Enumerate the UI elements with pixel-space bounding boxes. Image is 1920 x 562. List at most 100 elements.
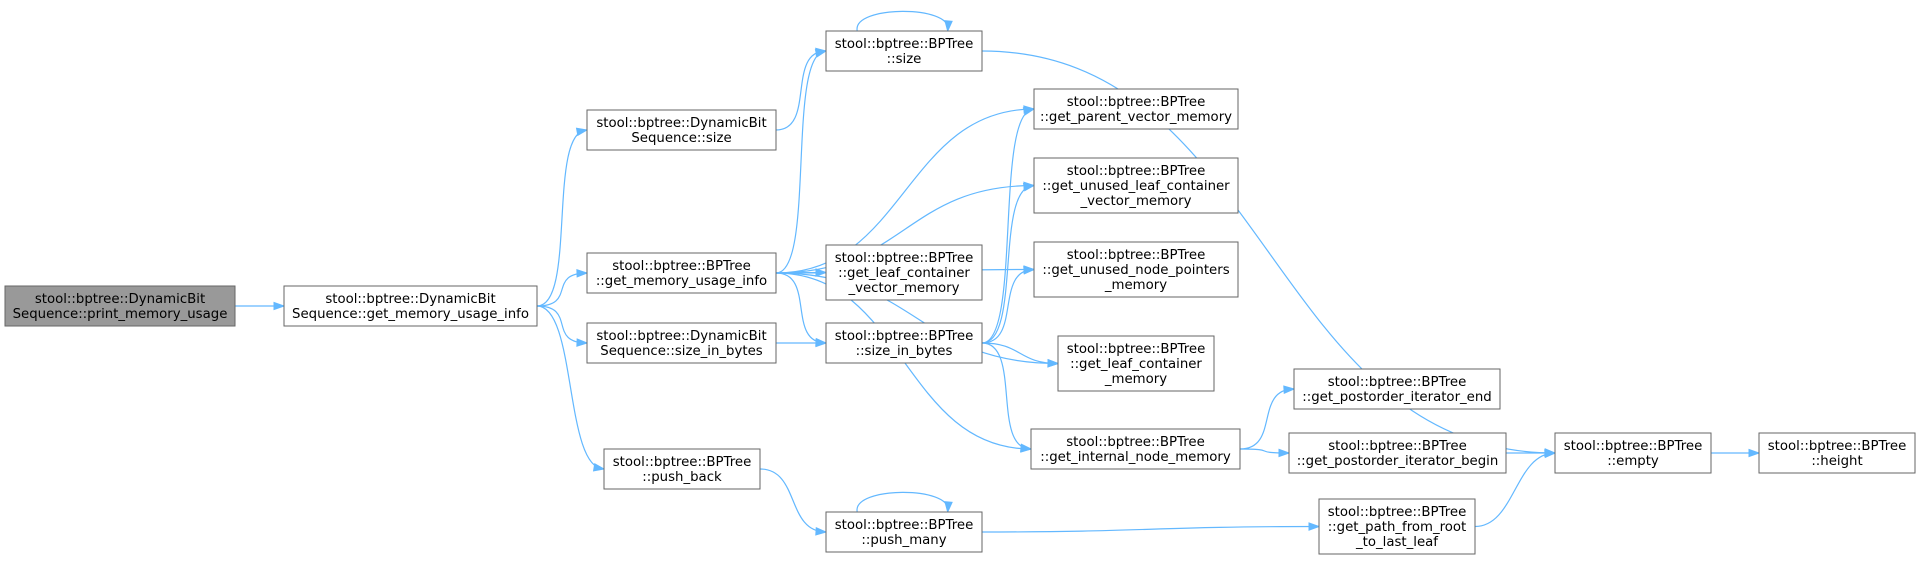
edge-line bbox=[981, 108, 1035, 344]
edge-line bbox=[775, 108, 1035, 274]
node-label-line: ::get_parent_vector_memory bbox=[1040, 110, 1232, 125]
edge-line bbox=[856, 491, 949, 513]
node-label-line: _vector_memory bbox=[1079, 194, 1191, 209]
node-label-line: ::push_many bbox=[861, 533, 946, 548]
node-bpt-get-postorder-iterator-end[interactable]: stool::bptree::BPTree::get_postorder_ite… bbox=[1293, 368, 1501, 410]
edge-bpt-push-many-to-bpt-push-many bbox=[856, 491, 953, 514]
node-box bbox=[1318, 498, 1476, 555]
edge-bpt-get-internal-node-memory-to-bpt-get-postorder-iterator-end bbox=[1239, 385, 1296, 450]
node-label-line: _vector_memory bbox=[847, 281, 959, 296]
node-box bbox=[1033, 157, 1239, 214]
node-label-line: stool::bptree::BPTree bbox=[1328, 439, 1467, 454]
edge-arrowhead bbox=[1020, 443, 1033, 453]
node-label-line: ::push_back bbox=[642, 470, 722, 485]
edge-bpt-size-in-bytes-to-bpt-get-unused-leaf-container-vector-memory bbox=[981, 182, 1036, 344]
edge-arrowhead bbox=[944, 501, 953, 514]
node-bpt-size-in-bytes[interactable]: stool::bptree::BPTree::size_in_bytes bbox=[825, 322, 983, 364]
edge-bpt-get-internal-node-memory-to-bpt-get-postorder-iterator-begin bbox=[1239, 448, 1291, 458]
node-label-line: ::get_unused_node_pointers bbox=[1042, 263, 1229, 278]
edge-dbs-get-memory-usage-info-to-dbs-size-in-bytes bbox=[536, 305, 589, 347]
node-box bbox=[586, 322, 777, 364]
node-dbs-get-memory-usage-info[interactable]: stool::bptree::DynamicBitSequence::get_m… bbox=[283, 285, 538, 327]
node-bpt-get-unused-leaf-container-vector-memory[interactable]: stool::bptree::BPTree::get_unused_leaf_c… bbox=[1033, 157, 1239, 214]
edge-bpt-size-in-bytes-to-bpt-get-internal-node-memory bbox=[981, 342, 1033, 453]
node-label-line: stool::bptree::BPTree bbox=[1768, 439, 1907, 454]
node-label-line: stool::bptree::BPTree bbox=[1564, 439, 1703, 454]
node-bpt-get-path-from-root-to-last-leaf[interactable]: stool::bptree::BPTree::get_path_from_roo… bbox=[1318, 498, 1476, 555]
node-bpt-get-leaf-container-vector-memory[interactable]: stool::bptree::BPTree::get_leaf_containe… bbox=[825, 244, 983, 301]
node-label-line: _to_last_leaf bbox=[1355, 535, 1438, 550]
edge-bpt-size-in-bytes-to-bpt-get-unused-node-pointers-memory bbox=[981, 266, 1036, 344]
node-box bbox=[1288, 432, 1507, 474]
edge-dbs-get-memory-usage-info-to-bpt-get-memory-usage-info bbox=[536, 269, 589, 307]
node-bpt-get-leaf-container-memory[interactable]: stool::bptree::BPTree::get_leaf_containe… bbox=[1057, 335, 1215, 392]
edge-arrowhead bbox=[1544, 449, 1557, 459]
edge-arrowhead bbox=[1278, 448, 1291, 458]
node-label-line: stool::bptree::BPTree bbox=[1067, 95, 1206, 110]
edge-bpt-size-in-bytes-to-bpt-get-leaf-container-memory bbox=[981, 342, 1060, 368]
edge-arrowhead bbox=[1308, 522, 1321, 531]
edge-line bbox=[536, 305, 605, 470]
node-bpt-size[interactable]: stool::bptree::BPTree::size bbox=[825, 30, 983, 72]
edge-arrowhead bbox=[1748, 448, 1761, 458]
node-box bbox=[1758, 432, 1916, 474]
node-label-line: stool::bptree::BPTree bbox=[612, 259, 751, 274]
node-dbs-size-in-bytes[interactable]: stool::bptree::DynamicBitSequence::size_… bbox=[586, 322, 777, 364]
node-label-line: stool::bptree::BPTree bbox=[613, 455, 752, 470]
node-label-line: ::get_postorder_iterator_begin bbox=[1297, 454, 1499, 469]
edge-arrowhead bbox=[1047, 358, 1060, 368]
edge-arrowhead bbox=[815, 268, 828, 277]
edge-bpt-get-memory-usage-info-to-bpt-size-in-bytes bbox=[775, 272, 828, 347]
edge-bpt-size-to-bpt-size bbox=[856, 10, 953, 33]
edge-line bbox=[775, 50, 827, 131]
edge-dbs-size-to-bpt-size bbox=[775, 47, 828, 131]
node-print-memory-usage[interactable]: stool::bptree::DynamicBitSequence::print… bbox=[4, 285, 236, 327]
node-label-line: stool::bptree::BPTree bbox=[1328, 375, 1467, 390]
node-bpt-height[interactable]: stool::bptree::BPTree::height bbox=[1758, 432, 1916, 474]
edge-dbs-get-memory-usage-info-to-bpt-push-back bbox=[536, 305, 606, 472]
node-bpt-get-unused-node-pointers-memory[interactable]: stool::bptree::BPTree::get_unused_node_p… bbox=[1033, 241, 1239, 298]
edge-line bbox=[536, 129, 588, 307]
node-bpt-get-internal-node-memory[interactable]: stool::bptree::BPTree::get_internal_node… bbox=[1030, 428, 1241, 470]
node-bpt-get-parent-vector-memory[interactable]: stool::bptree::BPTree::get_parent_vector… bbox=[1033, 88, 1239, 130]
edge-arrowhead bbox=[944, 20, 953, 33]
node-label-line: Sequence::size bbox=[631, 131, 731, 146]
node-box bbox=[1057, 335, 1215, 392]
edge-arrowhead bbox=[1283, 385, 1296, 394]
edge-bpt-push-many-to-bpt-get-path-from-root-to-last-leaf bbox=[981, 522, 1321, 533]
edge-bpt-push-back-to-bpt-push-many bbox=[759, 468, 828, 536]
edge-line bbox=[1239, 388, 1295, 450]
node-bpt-push-back[interactable]: stool::bptree::BPTree::push_back bbox=[603, 448, 761, 490]
edge-bpt-get-memory-usage-info-to-bpt-size bbox=[775, 49, 828, 274]
node-bpt-get-postorder-iterator-begin[interactable]: stool::bptree::BPTree::get_postorder_ite… bbox=[1288, 432, 1507, 474]
node-label-line: stool::bptree::DynamicBit bbox=[596, 116, 766, 131]
call-graph-nodes: stool::bptree::DynamicBitSequence::print… bbox=[4, 30, 1916, 555]
node-bpt-push-many[interactable]: stool::bptree::BPTree::push_many bbox=[825, 511, 983, 553]
node-bpt-get-memory-usage-info[interactable]: stool::bptree::BPTree::get_memory_usage_… bbox=[586, 252, 777, 294]
node-label-line: stool::bptree::BPTree bbox=[1067, 248, 1206, 263]
edge-line bbox=[856, 10, 949, 32]
node-box bbox=[1030, 428, 1241, 470]
node-label-line: ::size bbox=[887, 52, 922, 67]
node-box bbox=[603, 448, 761, 490]
node-label-line: stool::bptree::BPTree bbox=[1067, 342, 1206, 357]
edge-arrowhead bbox=[592, 463, 606, 472]
edge-arrowhead bbox=[1022, 107, 1036, 116]
edge-line bbox=[775, 50, 827, 274]
edge-arrowhead bbox=[814, 49, 828, 58]
edge-dbs-size-in-bytes-to-bpt-size-in-bytes bbox=[776, 338, 828, 348]
edge-line bbox=[981, 50, 1556, 454]
node-label-line: stool::bptree::DynamicBit bbox=[596, 329, 766, 344]
edge-arrowhead bbox=[815, 527, 828, 536]
node-bpt-empty[interactable]: stool::bptree::BPTree::empty bbox=[1554, 432, 1712, 474]
edge-arrowhead bbox=[576, 338, 589, 347]
call-graph-edges bbox=[235, 10, 1761, 536]
edge-line bbox=[775, 272, 1059, 365]
edge-print-memory-usage-to-dbs-get-memory-usage-info bbox=[235, 301, 286, 311]
node-label-line: Sequence::get_memory_usage_info bbox=[292, 307, 529, 322]
node-box bbox=[1554, 432, 1712, 474]
node-box bbox=[1033, 88, 1239, 130]
node-label-line: ::get_path_from_root bbox=[1328, 520, 1467, 535]
